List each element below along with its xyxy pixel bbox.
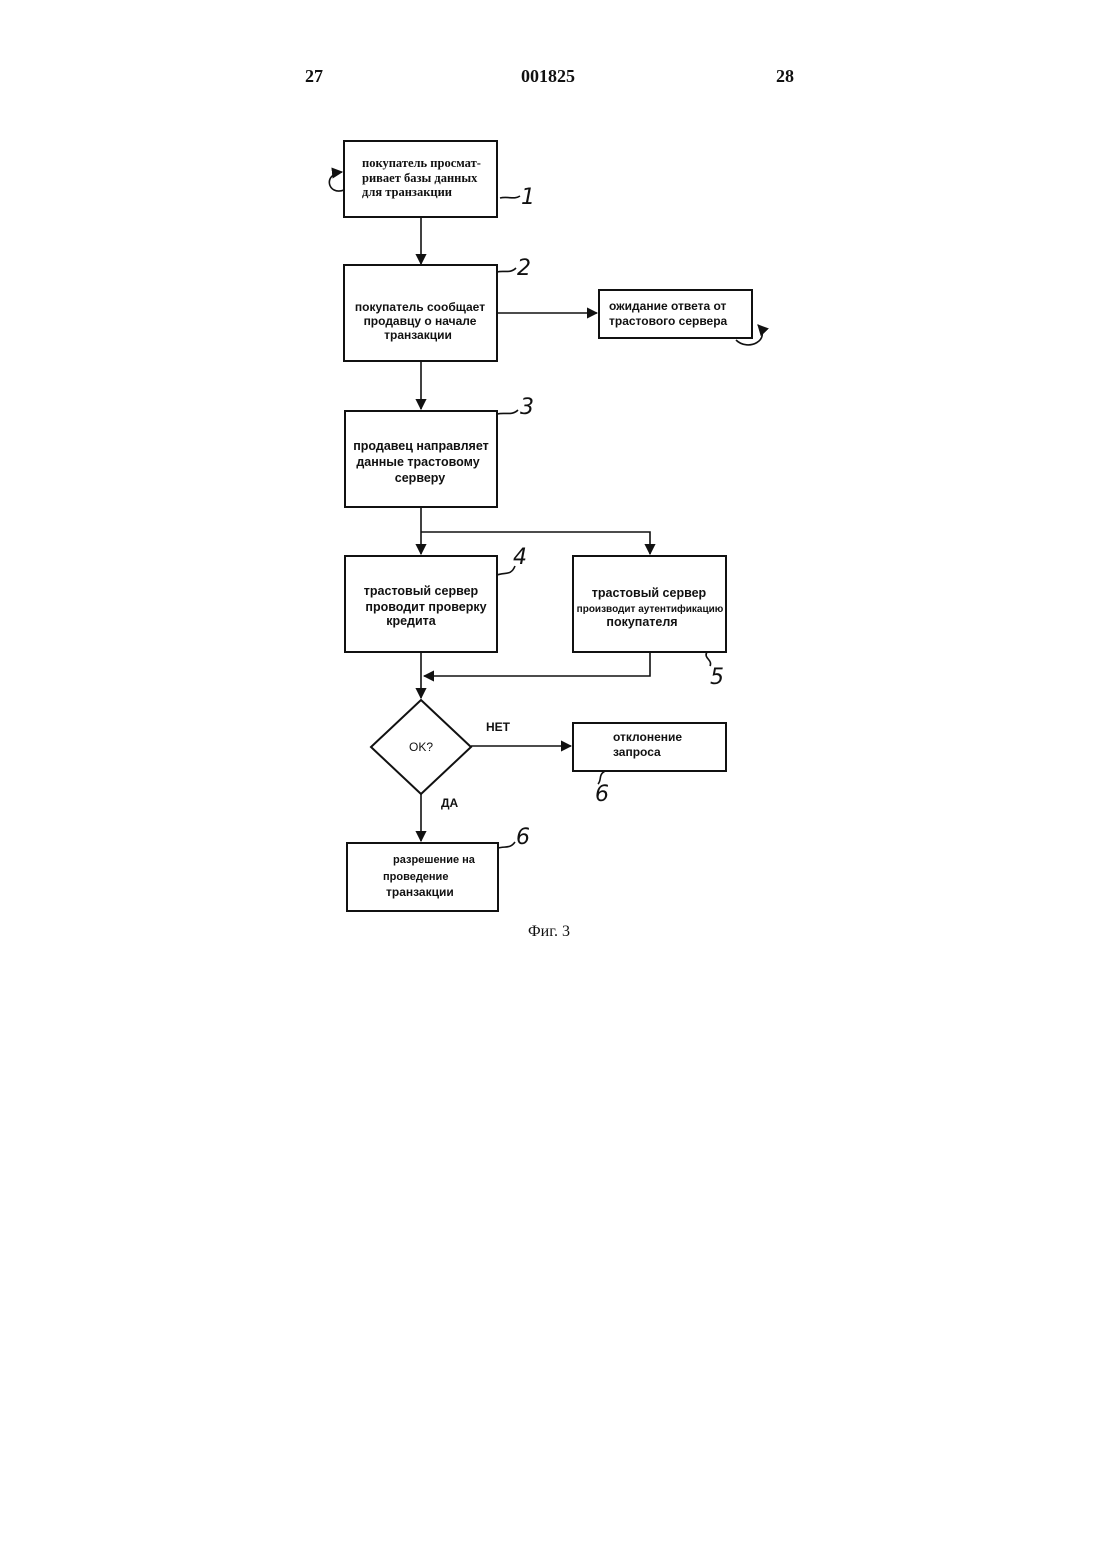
reject-box: отклонение запроса xyxy=(573,723,726,771)
step-4-text-line-2: проводит проверку xyxy=(365,600,486,614)
step-2-box: покупатель сообщает продавцу о начале тр… xyxy=(344,265,497,361)
step-1-text-line-1: покупатель просмат- xyxy=(362,156,481,170)
decision-no-label: НЕТ xyxy=(486,720,511,734)
step-4-box: трастовый сервер проводит проверку креди… xyxy=(345,556,497,652)
decision-label: OK? xyxy=(409,740,433,754)
step-4-text-line-3: кредита xyxy=(386,614,437,628)
wait-text-line-1: ожидание ответа от xyxy=(609,299,727,313)
arrow-3-to-5 xyxy=(421,532,650,554)
step-3-ref-number: 3 xyxy=(520,395,534,420)
step-3-ref-leader xyxy=(497,410,518,414)
approve-text-line-3: транзакции xyxy=(386,885,454,899)
approve-ref-number: 6 xyxy=(516,825,530,850)
step-1-ref-leader xyxy=(500,196,520,198)
step-2-text-line-2: продавцу о начале xyxy=(364,314,477,328)
step-1-text-line-2: ривает базы данных xyxy=(362,171,478,185)
decision-yes-label: ДА xyxy=(441,796,459,810)
reject-text-line-2: запроса xyxy=(613,745,661,759)
step-5-ref-number: 5 xyxy=(710,665,724,690)
step-1-box: покупатель просмат- ривает базы данных д… xyxy=(344,141,497,217)
wait-text-line-2: трастового сервера xyxy=(609,314,728,328)
reject-text-line-1: отклонение xyxy=(613,730,682,744)
step-4-ref-number: 4 xyxy=(513,545,527,570)
reject-ref-number: 6 xyxy=(595,782,609,807)
figure-caption: Фиг. 3 xyxy=(528,923,570,940)
step-4-text-line-1: трастовый сервер xyxy=(364,584,479,598)
step-5-text-line-2: производит аутентификацию xyxy=(577,603,724,615)
step-5-box: трастовый сервер производит аутентификац… xyxy=(573,556,726,652)
step-5-text-line-1: трастовый сервер xyxy=(592,586,707,600)
approve-text-line-2: проведение xyxy=(383,871,448,883)
arrow-5-to-merge xyxy=(424,653,650,676)
step-3-text-line-3: серверу xyxy=(395,471,445,485)
approve-box: разрешение на проведение транзакции xyxy=(347,843,498,911)
step-2-text-line-1: покупатель сообщает xyxy=(355,300,485,314)
approve-ref-leader xyxy=(498,842,515,848)
step-5-text-line-3: покупателя xyxy=(606,615,677,629)
step-1-loop-arrow xyxy=(329,172,344,191)
step-2-ref-number: 2 xyxy=(517,256,531,281)
step-2-text-line-3: транзакции xyxy=(384,328,452,342)
wait-response-box: ожидание ответа от трастового сервера xyxy=(599,290,752,338)
decision-diamond: OK? xyxy=(371,700,471,794)
step-5-ref-leader xyxy=(706,652,711,666)
step-3-text-line-1: продавец направляет xyxy=(353,439,488,453)
step-1-text-line-3: для транзакции xyxy=(362,185,452,199)
step-1-ref-number: 1 xyxy=(521,185,535,210)
approve-text-line-1: разрешение на xyxy=(393,854,476,866)
step-3-text-line-2: данные трастовому xyxy=(356,455,479,469)
step-3-box: продавец направляет данные трастовому се… xyxy=(345,411,497,507)
step-2-ref-leader xyxy=(497,268,516,272)
